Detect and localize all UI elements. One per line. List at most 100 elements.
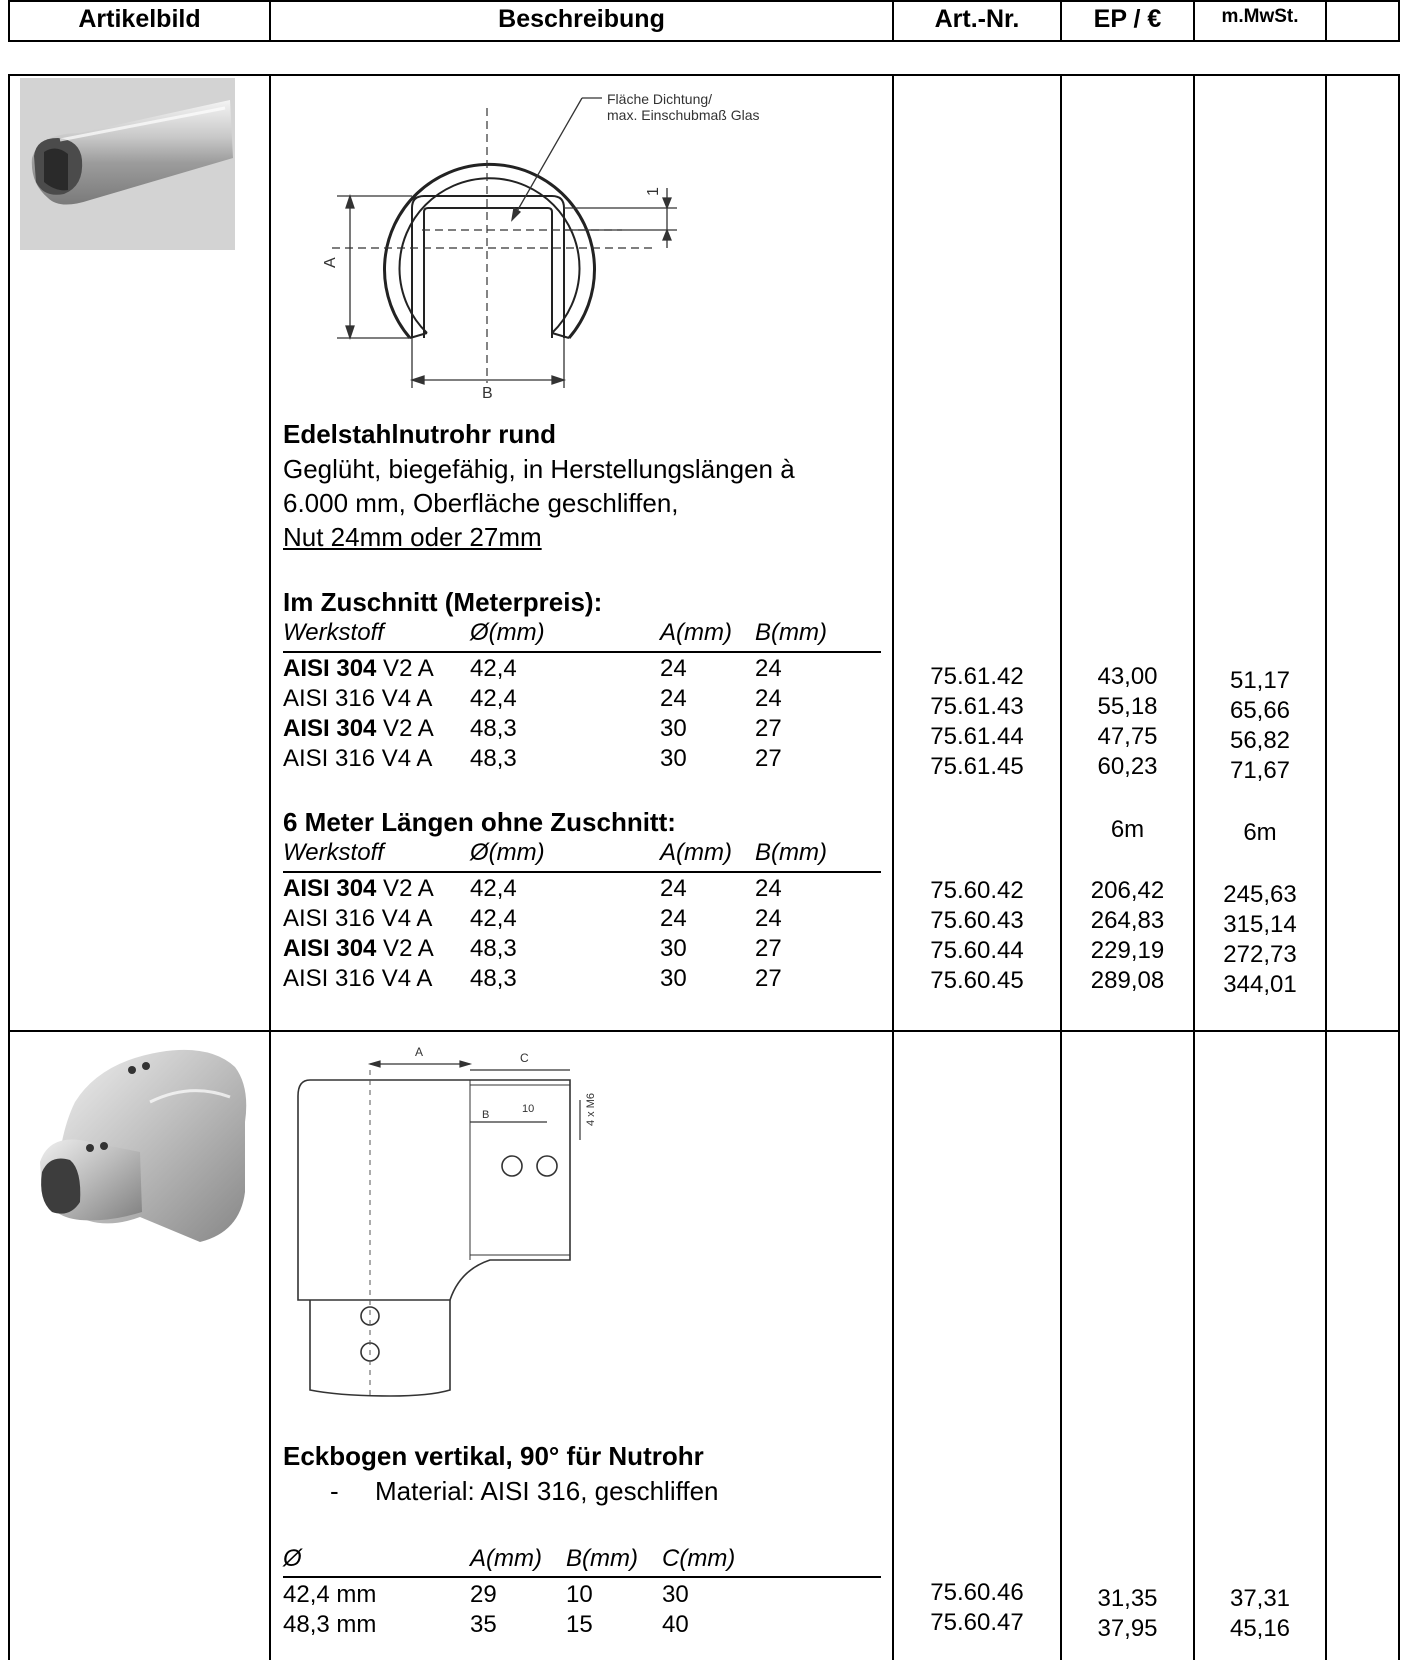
price-mwst: 56,82 xyxy=(1229,727,1291,754)
section2-header-rule xyxy=(283,871,881,873)
art-nr: 75.60.43 xyxy=(930,907,1024,934)
section2-heading: 6 Meter Längen ohne Zuschnitt: xyxy=(283,807,676,837)
product2-col-b: B(mm) xyxy=(566,1545,638,1572)
section1-header-rule xyxy=(283,651,881,653)
cell-diameter: 48,3 mm xyxy=(283,1611,377,1638)
header-divider xyxy=(269,0,271,42)
price-ep: 43,00 xyxy=(1097,663,1158,690)
cell-b: 24 xyxy=(755,655,782,682)
product2-col-c: C(mm) xyxy=(662,1545,736,1572)
drawing-dim-10: 10 xyxy=(522,1103,534,1115)
header-divider xyxy=(1325,0,1327,42)
cell-a: 24 xyxy=(660,655,687,682)
price-mwst: 45,16 xyxy=(1229,1615,1291,1642)
price-mwst: 71,67 xyxy=(1229,757,1291,784)
header-divider xyxy=(1060,0,1062,42)
body-divider xyxy=(892,74,894,1660)
price-mwst: 65,66 xyxy=(1229,697,1291,724)
section2-col-werkstoff: Werkstoff xyxy=(283,839,384,866)
table-row: AISI 304 V2 A xyxy=(283,935,434,962)
price-ep: 289,08 xyxy=(1090,967,1165,994)
header-divider xyxy=(8,0,10,42)
body-divider xyxy=(1193,74,1195,1660)
header-bottom-border xyxy=(8,40,1400,42)
header-divider xyxy=(892,0,894,42)
price-ep: 229,19 xyxy=(1090,937,1165,964)
price-ep: 31,35 xyxy=(1097,1585,1158,1612)
cell-a: 24 xyxy=(660,685,687,712)
price-mwst: 245,63 xyxy=(1223,881,1297,908)
header-mwst: m.MwSt. xyxy=(1221,6,1299,27)
header-art-nr: Art.-Nr. xyxy=(934,5,1020,33)
section2-col-d: Ø(mm) xyxy=(470,839,545,866)
body-divider xyxy=(269,74,271,1660)
cell-b: 24 xyxy=(755,905,782,932)
product2-col-a: A(mm) xyxy=(470,1545,542,1572)
price-ep: 264,83 xyxy=(1090,907,1165,934)
art-nr: 75.60.44 xyxy=(930,937,1024,964)
profile-drawing: Fläche Dichtung/ max. Einschubmaß Glas A… xyxy=(322,91,760,402)
elbow-drawing: A C B 10 4 x M6 xyxy=(297,1045,597,1397)
cell-diameter: 48,3 xyxy=(470,715,517,742)
cell-a: 35 xyxy=(470,1611,497,1638)
cell-diameter: 42,4 xyxy=(470,685,517,712)
section1-col-werkstoff: Werkstoff xyxy=(283,619,384,646)
product-photo-elbow xyxy=(40,1049,247,1242)
header-top-border xyxy=(8,0,1400,2)
cell-a: 24 xyxy=(660,905,687,932)
cell-b: 24 xyxy=(755,685,782,712)
table-row: AISI 304 V2 A xyxy=(283,715,434,742)
product2-header-rule xyxy=(283,1576,881,1578)
price-ep: 60,23 xyxy=(1097,753,1158,780)
art-nr: 75.61.43 xyxy=(930,693,1024,720)
art-nr: 75.60.42 xyxy=(930,877,1024,904)
section1-col-b: B(mm) xyxy=(755,619,827,646)
product2-title: Eckbogen vertikal, 90° für Nutrohr xyxy=(283,1441,704,1471)
cell-diameter: 48,3 xyxy=(470,935,517,962)
cell-a: 24 xyxy=(660,875,687,902)
art-nr: 75.60.45 xyxy=(930,967,1024,994)
product2-bullet-dash: - xyxy=(330,1476,339,1506)
price-mwst: 37,31 xyxy=(1229,1585,1291,1612)
unit-mwst: 6m xyxy=(1243,819,1277,846)
section1-col-a: A(mm) xyxy=(660,619,732,646)
drawing-dim-b: B xyxy=(482,1109,489,1121)
table-row: AISI 304 V2 A xyxy=(283,655,434,682)
header-artikelbild: Artikelbild xyxy=(78,5,201,33)
header-ep: EP / € xyxy=(1093,5,1162,33)
drawing-dim-c: C xyxy=(520,1051,529,1065)
header-beschreibung: Beschreibung xyxy=(498,5,665,33)
table-row: AISI 316 V4 A xyxy=(283,965,433,992)
price-mwst: 272,73 xyxy=(1223,941,1297,968)
cell-diameter: 48,3 xyxy=(470,745,517,772)
body-divider xyxy=(8,74,10,1660)
cell-b: 27 xyxy=(755,965,782,992)
art-nr: 75.61.42 xyxy=(930,663,1024,690)
cell-diameter: 42,4 mm xyxy=(283,1581,377,1608)
table-row: AISI 316 V4 A xyxy=(283,905,433,932)
cell-b: 10 xyxy=(566,1581,593,1608)
cell-b: 15 xyxy=(566,1611,593,1638)
table-row: AISI 304 V2 A xyxy=(283,875,434,902)
body-divider xyxy=(1060,74,1062,1660)
drawing-dim-1: 1 xyxy=(645,187,662,196)
cell-diameter: 42,4 xyxy=(470,875,517,902)
table-row: AISI 316 V4 A xyxy=(283,745,433,772)
section2-col-b: B(mm) xyxy=(755,839,827,866)
product2-col-d: Ø xyxy=(283,1545,302,1572)
cell-b: 27 xyxy=(755,935,782,962)
cell-diameter: 48,3 xyxy=(470,965,517,992)
drawing-note-line2: max. Einschubmaß Glas xyxy=(607,107,760,123)
cell-b: 27 xyxy=(755,745,782,772)
price-mwst: 51,17 xyxy=(1229,667,1291,694)
art-nr: 75.61.44 xyxy=(930,723,1024,750)
body-top-border xyxy=(8,74,1400,76)
cell-b: 24 xyxy=(755,875,782,902)
art-nr: 75.60.46 xyxy=(930,1579,1024,1606)
cell-a: 29 xyxy=(470,1581,497,1608)
price-ep: 47,75 xyxy=(1097,723,1158,750)
unit-ep: 6m xyxy=(1110,816,1145,843)
product1-desc-line2: 6.000 mm, Oberfläche geschliffen, xyxy=(283,488,679,518)
header-divider xyxy=(1193,0,1195,42)
price-ep: 37,95 xyxy=(1097,1615,1158,1642)
